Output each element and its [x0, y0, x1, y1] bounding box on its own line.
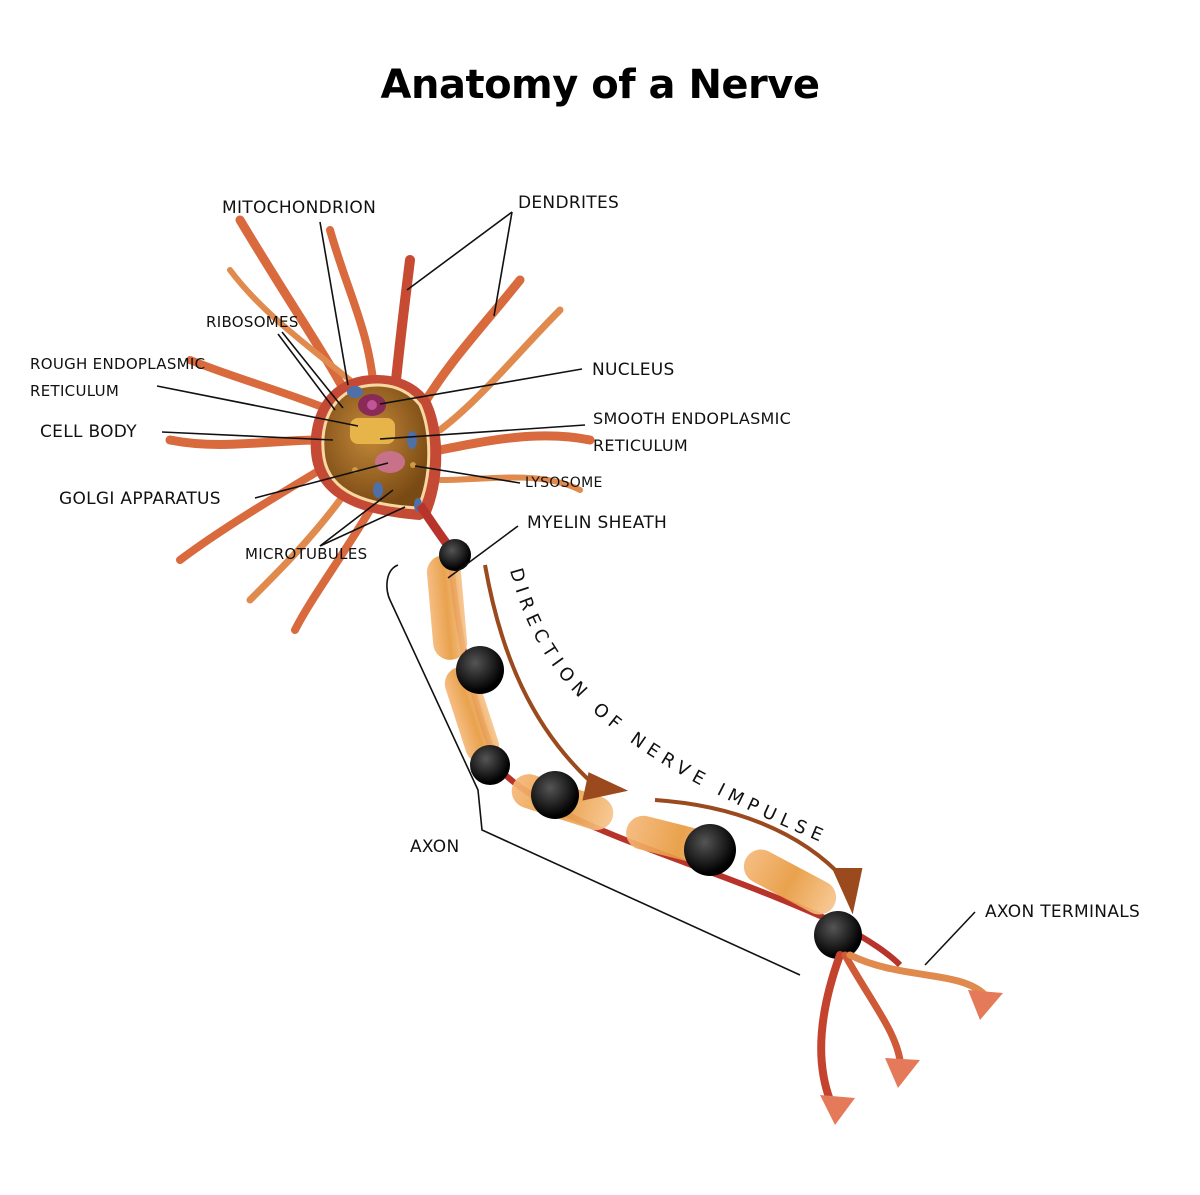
label-ribosomes: RIBOSOMES	[206, 313, 299, 331]
label-rough-er-line1: ROUGH ENDOPLASMIC	[30, 355, 206, 373]
label-smooth-er-line2: RETICULUM	[593, 436, 688, 455]
label-microtubules: MICROTUBULES	[245, 545, 368, 563]
label-lysosome: LYSOSOME	[525, 475, 603, 491]
label-smooth-er: SMOOTH ENDOPLASMIC RETICULUM	[593, 405, 791, 459]
label-nucleus: NUCLEUS	[592, 360, 675, 380]
leader-lines	[156, 211, 976, 976]
label-axon: AXON	[410, 837, 460, 857]
label-mitochondrion: MITOCHONDRION	[222, 198, 377, 218]
axon-terminals	[817, 951, 1003, 1125]
impulse-arrows	[483, 564, 863, 915]
axon-hillock	[416, 502, 454, 551]
label-cell-body: CELL BODY	[40, 422, 137, 442]
mitochondrion-shape	[347, 386, 363, 398]
label-myelin-sheath: MYELIN SHEATH	[527, 513, 668, 533]
golgi-shape	[375, 451, 405, 473]
nodes-of-ranvier	[439, 539, 862, 959]
label-rough-er: ROUGH ENDOPLASMIC RETICULUM	[30, 351, 205, 405]
dendrites	[165, 215, 595, 634]
label-golgi: GOLGI APPARATUS	[59, 489, 221, 509]
er-shape	[350, 418, 395, 444]
label-smooth-er-line1: SMOOTH ENDOPLASMIC	[593, 409, 792, 428]
diagram-title: Anatomy of a Nerve	[380, 62, 820, 108]
label-rough-er-line2: RETICULUM	[30, 382, 120, 400]
cell-body	[310, 375, 442, 520]
label-axon-terminals: AXON TERMINALS	[985, 902, 1141, 922]
label-dendrites: DENDRITES	[518, 193, 620, 213]
